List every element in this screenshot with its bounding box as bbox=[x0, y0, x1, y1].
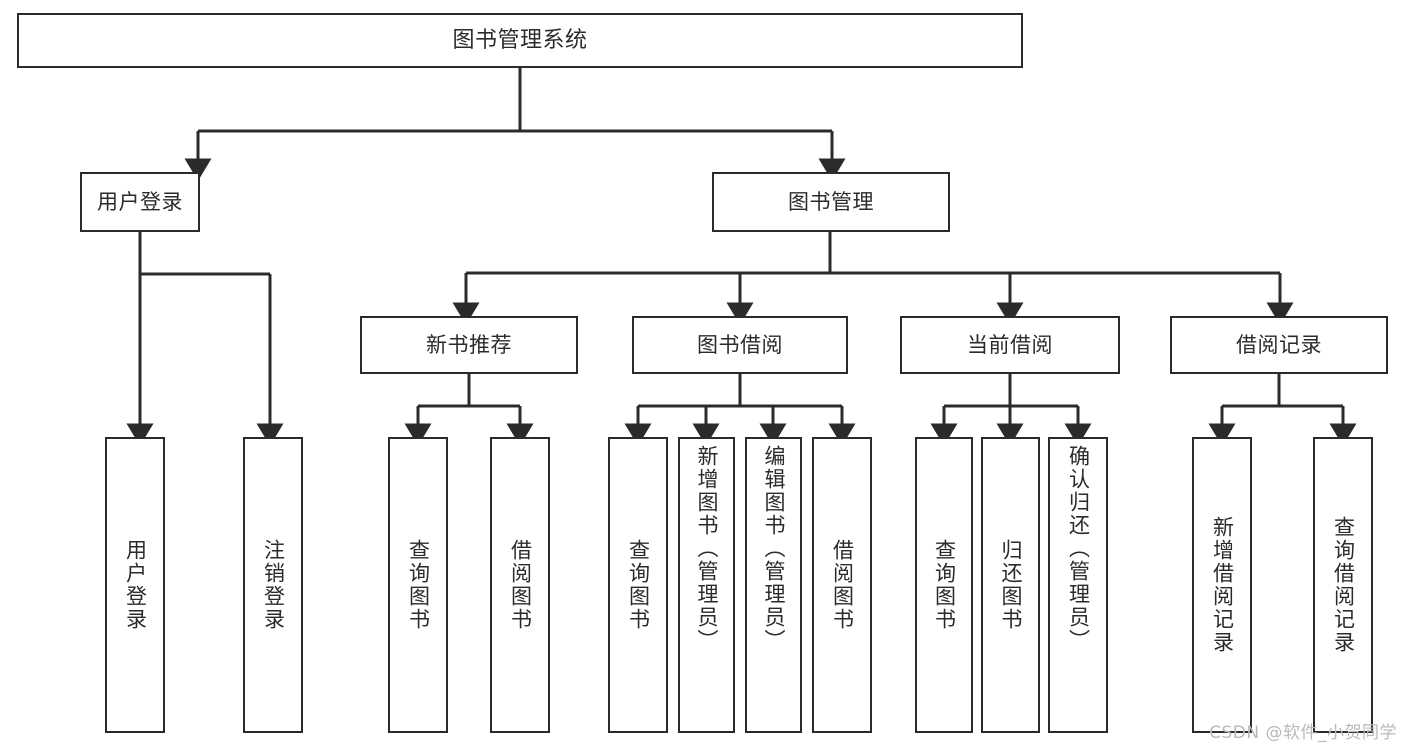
leaf-logout[interactable]: 注销登录 bbox=[243, 437, 303, 733]
node-user-login-label: 用户登录 bbox=[97, 189, 183, 214]
node-root[interactable]: 图书管理系统 bbox=[17, 13, 1023, 68]
leaf-query-book-1[interactable]: 查询图书 bbox=[388, 437, 448, 733]
node-new-book-rec-label: 新书推荐 bbox=[426, 332, 512, 357]
node-book-borrow-label: 图书借阅 bbox=[697, 332, 783, 357]
leaf-borrow-book-2[interactable]: 借阅图书 bbox=[812, 437, 872, 733]
leaf-return-book[interactable]: 归还图书 bbox=[981, 437, 1040, 733]
leaf-add-book[interactable]: 新增图书（管理员） bbox=[678, 437, 735, 733]
leaf-borrow-book-2-label: 借阅图书 bbox=[830, 539, 855, 631]
node-borrow-record[interactable]: 借阅记录 bbox=[1170, 316, 1388, 374]
node-book-borrow[interactable]: 图书借阅 bbox=[632, 316, 848, 374]
leaf-logout-label: 注销登录 bbox=[261, 539, 286, 631]
csdn-watermark: CSDN @软件_小贺同学 bbox=[1209, 723, 1397, 743]
leaf-user-login[interactable]: 用户登录 bbox=[105, 437, 165, 733]
leaf-add-record-label: 新增借阅记录 bbox=[1210, 516, 1235, 654]
leaf-query-record[interactable]: 查询借阅记录 bbox=[1313, 437, 1373, 733]
leaf-query-book-1-label: 查询图书 bbox=[406, 539, 431, 631]
leaf-query-book-2[interactable]: 查询图书 bbox=[608, 437, 668, 733]
leaf-confirm-return[interactable]: 确认归还（管理员） bbox=[1048, 437, 1108, 733]
leaf-edit-book-label: 编辑图书（管理员） bbox=[762, 445, 786, 652]
node-borrow-record-label: 借阅记录 bbox=[1236, 332, 1322, 357]
leaf-add-record[interactable]: 新增借阅记录 bbox=[1192, 437, 1252, 733]
node-book-manage[interactable]: 图书管理 bbox=[712, 172, 950, 232]
node-user-login[interactable]: 用户登录 bbox=[80, 172, 200, 232]
leaf-confirm-return-label: 确认归还（管理员） bbox=[1066, 445, 1091, 652]
leaf-query-book-3-label: 查询图书 bbox=[932, 539, 957, 631]
leaf-borrow-book-1[interactable]: 借阅图书 bbox=[490, 437, 550, 733]
leaf-query-record-label: 查询借阅记录 bbox=[1331, 516, 1356, 654]
node-book-manage-label: 图书管理 bbox=[788, 189, 874, 214]
leaf-edit-book[interactable]: 编辑图书（管理员） bbox=[745, 437, 802, 733]
node-root-label: 图书管理系统 bbox=[452, 27, 588, 53]
node-current-borrow-label: 当前借阅 bbox=[967, 332, 1053, 357]
leaf-add-book-label: 新增图书（管理员） bbox=[695, 445, 719, 652]
leaf-user-login-label: 用户登录 bbox=[123, 539, 148, 631]
leaf-query-book-2-label: 查询图书 bbox=[626, 539, 651, 631]
node-new-book-rec[interactable]: 新书推荐 bbox=[360, 316, 578, 374]
leaf-query-book-3[interactable]: 查询图书 bbox=[915, 437, 973, 733]
leaf-return-book-label: 归还图书 bbox=[999, 539, 1023, 631]
leaf-borrow-book-1-label: 借阅图书 bbox=[508, 539, 533, 631]
node-current-borrow[interactable]: 当前借阅 bbox=[900, 316, 1120, 374]
